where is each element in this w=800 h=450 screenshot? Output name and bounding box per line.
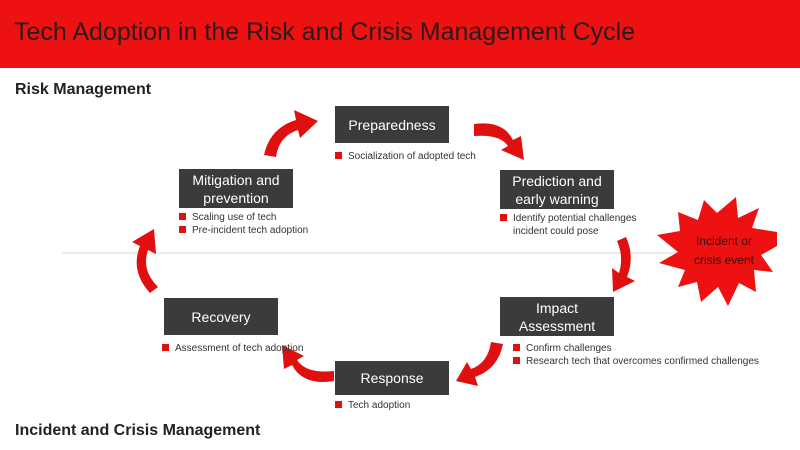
arrow-preparedness-to-prediction	[474, 123, 524, 160]
mitigation-bullets: Scaling use of tech Pre-incident tech ad…	[179, 211, 308, 237]
arrow-prediction-to-impact	[612, 237, 635, 292]
phase-prediction: Prediction and early warning	[500, 170, 614, 209]
arrow-impact-to-response	[456, 342, 503, 386]
list-item: Assessment of tech adoption	[162, 342, 303, 355]
arrow-response-to-recovery	[282, 345, 334, 382]
phase-response: Response	[335, 361, 449, 395]
arrow-recovery-to-mitigation	[132, 229, 158, 293]
phase-mitigation: Mitigation and prevention	[179, 169, 293, 208]
list-item: Socialization of adopted tech	[335, 150, 476, 163]
list-item: Confirm challenges	[513, 342, 759, 355]
phase-recovery: Recovery	[164, 298, 278, 335]
list-item: incident could pose	[513, 226, 599, 237]
list-item: Identify potential challenges	[500, 212, 636, 225]
list-item: Scaling use of tech	[179, 211, 308, 224]
list-item: Tech adoption	[335, 399, 410, 412]
phase-preparedness: Preparedness	[335, 106, 449, 143]
response-bullets: Tech adoption	[335, 399, 410, 412]
phase-divider-line	[62, 252, 734, 254]
preparedness-bullets: Socialization of adopted tech	[335, 150, 476, 163]
header-bar: Tech Adoption in the Risk and Crisis Man…	[0, 0, 800, 68]
phase-impact-assessment: Impact Assessment	[500, 297, 614, 336]
arrow-mitigation-to-preparedness	[264, 110, 318, 157]
recovery-bullets: Assessment of tech adoption	[162, 342, 303, 355]
risk-management-label: Risk Management	[15, 81, 152, 98]
page-title: Tech Adoption in the Risk and Crisis Man…	[14, 18, 636, 46]
impact-bullets: Confirm challenges Research tech that ov…	[513, 342, 759, 368]
crisis-management-label: Incident and Crisis Management	[15, 422, 261, 439]
list-item: Pre-incident tech adoption	[179, 224, 308, 237]
prediction-bullets: Identify potential challenges incident c…	[500, 212, 636, 238]
list-item: Research tech that overcomes confirmed c…	[513, 355, 759, 368]
incident-event-label: Incident or crisis event	[693, 234, 755, 267]
